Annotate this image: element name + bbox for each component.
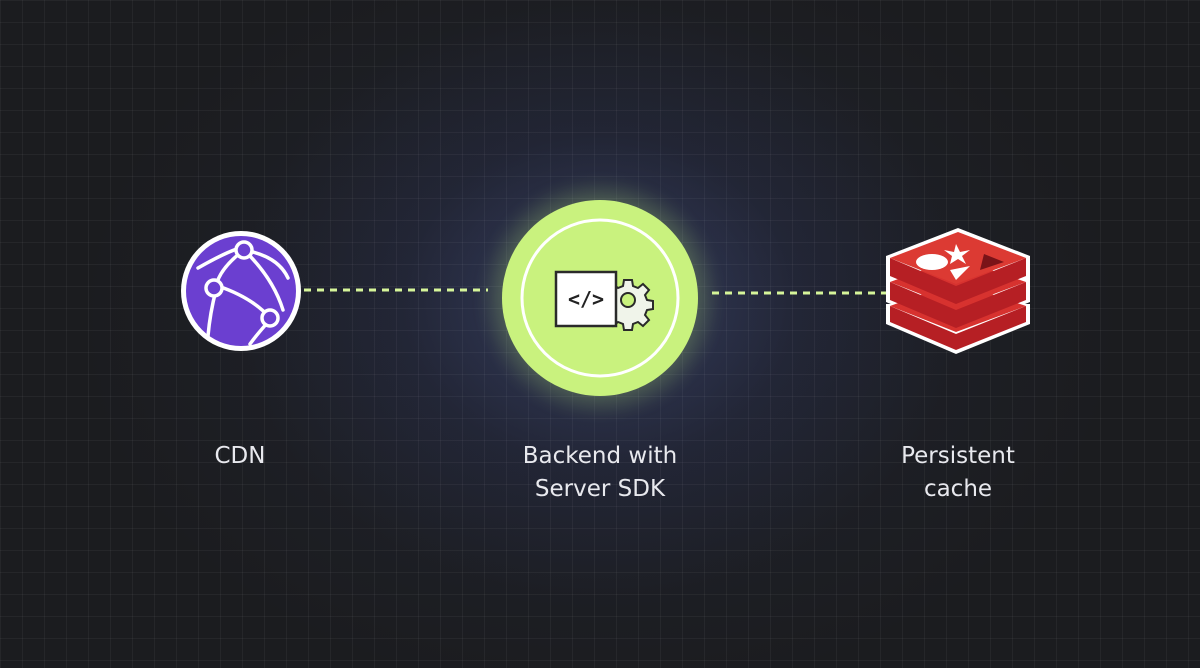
node-label-backend: Backend with Server SDK (522, 443, 678, 502)
node-label-cdn: CDN (214, 443, 266, 469)
cdn-network-icon (181, 231, 301, 351)
code-gear-icon: </> (554, 270, 654, 331)
svg-text:</>: </> (568, 287, 604, 311)
redis-stack-icon (886, 228, 1030, 354)
backend-node: </> (502, 200, 698, 396)
node-label-cache: Persistent cache (901, 443, 1015, 502)
